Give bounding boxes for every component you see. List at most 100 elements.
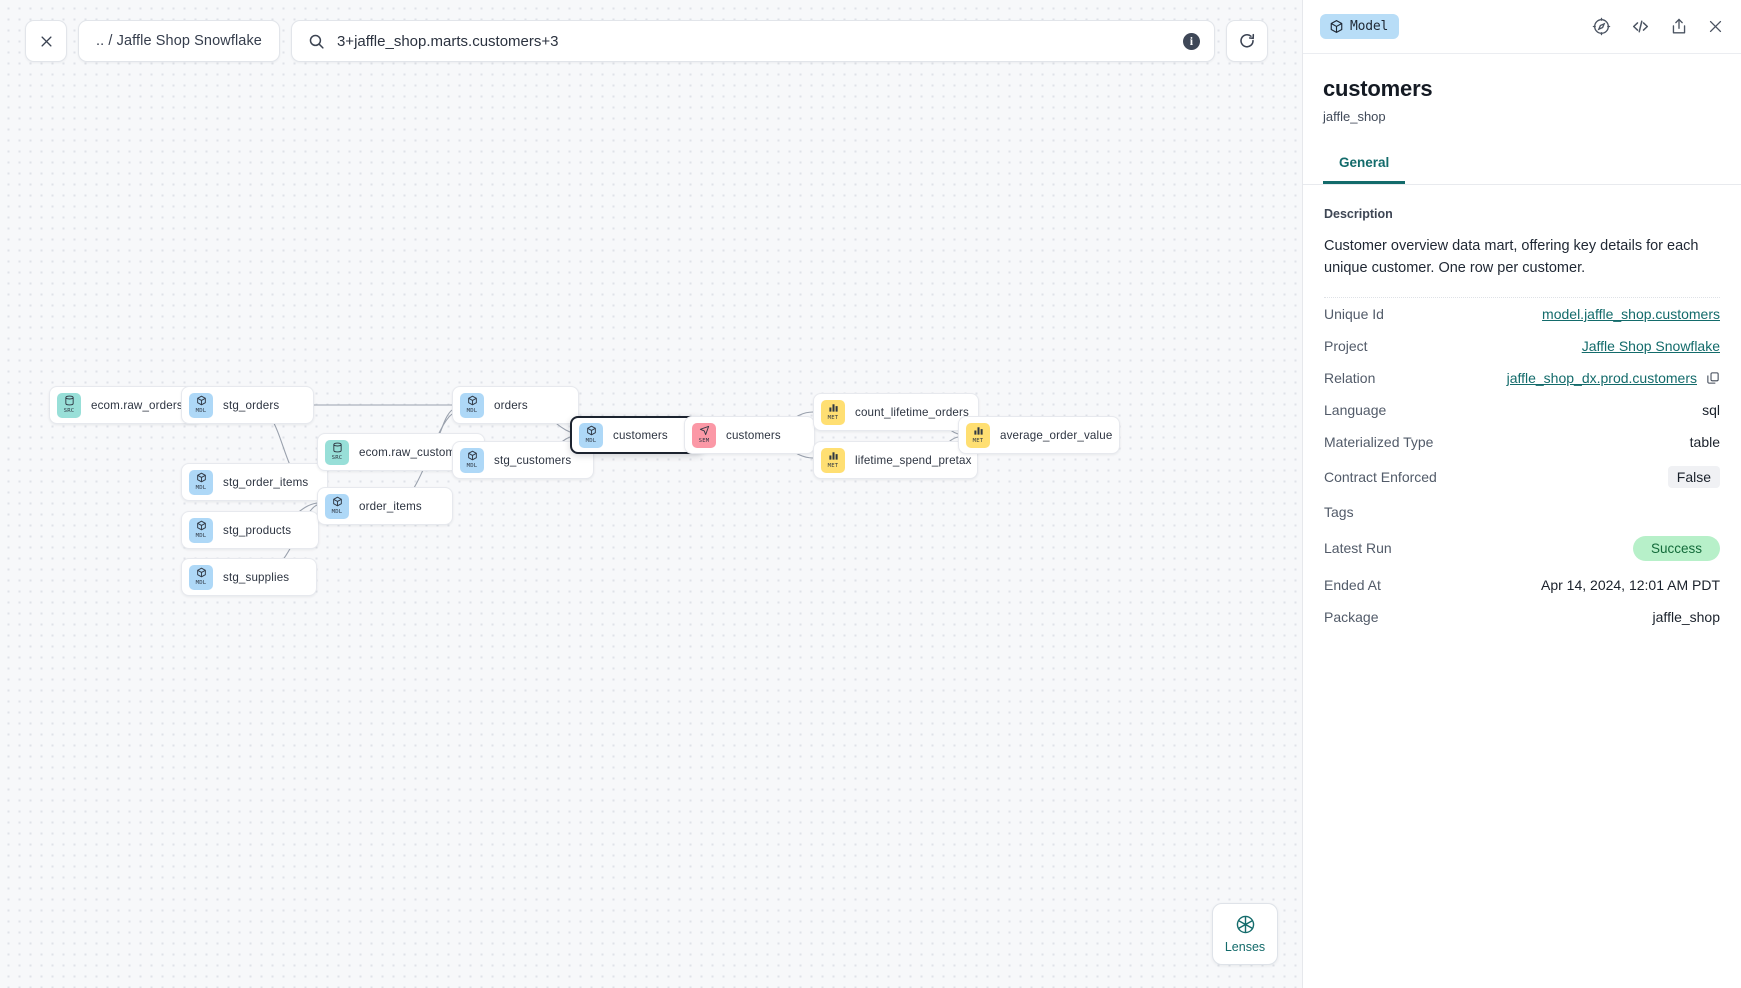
property-value: sql xyxy=(1702,401,1720,418)
panel-header: Model xyxy=(1303,0,1741,54)
graph-node-customers_semantic[interactable]: SEM customers xyxy=(684,416,815,454)
close-icon xyxy=(40,35,52,47)
property-value: False xyxy=(1667,465,1720,488)
property-value-wrap: Apr 14, 2024, 12:01 AM PDT xyxy=(1541,577,1720,593)
property-value[interactable]: model.jaffle_shop.customers xyxy=(1542,305,1720,322)
property-row: Language sql xyxy=(1324,394,1720,426)
mdl-glyph-icon xyxy=(196,520,207,533)
node-type-badge-mdl: MDL xyxy=(189,469,213,495)
node-label: customers xyxy=(726,428,781,442)
property-key: Tags xyxy=(1324,503,1354,520)
property-key: Unique Id xyxy=(1324,305,1384,322)
panel-tabs: General xyxy=(1303,146,1741,185)
sem-glyph-icon xyxy=(699,425,710,438)
node-label: stg_orders xyxy=(223,398,280,412)
info-icon[interactable]: i xyxy=(1182,32,1200,50)
property-value[interactable]: jaffle_shop_dx.prod.customers xyxy=(1506,369,1697,386)
property-key: Latest Run xyxy=(1324,540,1392,557)
property-value-wrap: jaffle_shop xyxy=(1653,609,1720,625)
node-label: average_order_value xyxy=(1000,428,1113,442)
page-title: customers xyxy=(1323,76,1433,101)
property-value-wrap: sql xyxy=(1702,402,1720,418)
compass-icon[interactable] xyxy=(1592,17,1611,36)
refresh-icon xyxy=(1240,33,1255,48)
graph-node-order_items[interactable]: MDL order_items xyxy=(317,487,453,525)
node-label: order_items xyxy=(359,499,422,513)
node-type-badge-mdl: MDL xyxy=(325,493,349,519)
resource-type-label: Model xyxy=(1350,19,1389,34)
breadcrumb-label: .. / Jaffle Shop Snowflake xyxy=(96,33,262,49)
property-key: Relation xyxy=(1324,369,1376,386)
property-key: Package xyxy=(1324,608,1379,625)
resource-type-chip[interactable]: Model xyxy=(1320,14,1400,39)
property-value: Success xyxy=(1632,535,1720,561)
property-value: jaffle_shop xyxy=(1652,608,1720,625)
lenses-label: Lenses xyxy=(1224,940,1266,954)
met-glyph-icon xyxy=(828,450,839,463)
node-label: stg_supplies xyxy=(223,570,290,584)
graph-node-stg_orders[interactable]: MDL stg_orders xyxy=(181,386,314,424)
close-panel-icon[interactable] xyxy=(1707,18,1724,35)
property-value-wrap: table xyxy=(1690,434,1720,450)
node-type-badge-met: MET xyxy=(821,399,845,425)
node-label: stg_customers xyxy=(494,453,572,467)
aperture-icon xyxy=(1236,915,1254,934)
node-type-badge-mdl: MDL xyxy=(189,392,213,418)
property-value-wrap: False xyxy=(1667,465,1720,488)
met-glyph-icon xyxy=(973,425,984,438)
mdl-glyph-icon xyxy=(586,425,597,438)
node-label: ecom.raw_orders xyxy=(91,398,183,412)
refresh-button[interactable] xyxy=(1225,20,1268,62)
code-icon[interactable] xyxy=(1630,17,1651,36)
breadcrumb[interactable]: .. / Jaffle Shop Snowflake xyxy=(78,20,280,62)
copy-icon[interactable] xyxy=(1706,371,1720,385)
cube-icon xyxy=(1330,20,1343,33)
lenses-button[interactable]: Lenses xyxy=(1212,903,1278,965)
node-label: lifetime_spend_pretax xyxy=(855,453,972,467)
property-row: Materialized Type table xyxy=(1324,426,1720,458)
graph-node-count_lifetime_orders[interactable]: MET count_lifetime_orders xyxy=(813,393,979,431)
src-glyph-icon xyxy=(64,395,75,408)
node-type-badge-mdl: MDL xyxy=(460,447,484,473)
node-type-badge-mdl: MDL xyxy=(579,422,603,448)
mdl-glyph-icon xyxy=(332,496,343,509)
node-type-badge-sem: SEM xyxy=(692,422,716,448)
property-row: Latest Run Success xyxy=(1324,528,1720,569)
property-value-wrap: Jaffle Shop Snowflake xyxy=(1582,338,1720,354)
tab-general[interactable]: General xyxy=(1323,146,1406,184)
panel-title-block: customers jaffle_shop xyxy=(1303,54,1741,124)
node-type-badge-src: SRC xyxy=(57,392,81,418)
canvas-toolbar: .. / Jaffle Shop Snowflake i xyxy=(25,20,1268,62)
panel-content: Description Customer overview data mart,… xyxy=(1303,185,1741,988)
search-input[interactable] xyxy=(336,32,1171,50)
mdl-glyph-icon xyxy=(467,450,478,463)
graph-node-ecom_raw_orders[interactable]: SRC ecom.raw_orders xyxy=(49,386,202,424)
property-value[interactable]: Jaffle Shop Snowflake xyxy=(1581,337,1720,354)
property-value-wrap: model.jaffle_shop.customers xyxy=(1542,306,1720,322)
graph-node-stg_supplies[interactable]: MDL stg_supplies xyxy=(181,558,317,596)
property-key: Language xyxy=(1324,401,1387,418)
property-value-wrap: jaffle_shop_dx.prod.customers xyxy=(1507,370,1720,386)
property-row: Unique Id model.jaffle_shop.customers xyxy=(1324,298,1720,330)
property-key: Materialized Type xyxy=(1324,433,1434,450)
mdl-glyph-icon xyxy=(467,395,478,408)
panel-actions xyxy=(1592,17,1724,36)
lineage-search[interactable]: i xyxy=(290,20,1215,62)
share-icon[interactable] xyxy=(1670,17,1688,36)
node-label: count_lifetime_orders xyxy=(855,405,969,419)
node-type-badge-mdl: MDL xyxy=(189,564,213,590)
close-lineage-button[interactable] xyxy=(25,20,67,62)
details-panel: Model customers jaffle_shop xyxy=(1302,0,1741,988)
property-row: Relation jaffle_shop_dx.prod.customers xyxy=(1324,362,1720,394)
